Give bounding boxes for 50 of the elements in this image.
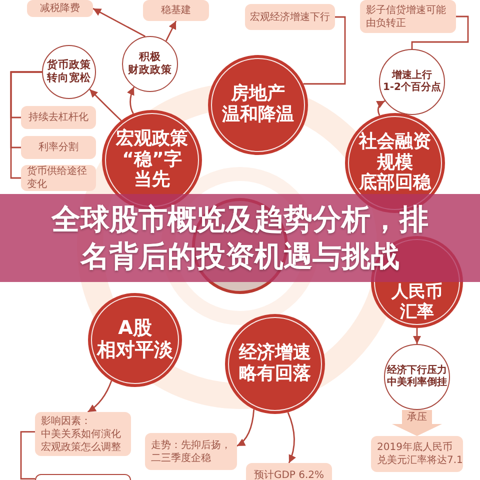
- edge-label: 承压: [407, 412, 427, 423]
- note-box: [21, 106, 96, 129]
- note-text: 宏观经济增速下行: [250, 10, 330, 24]
- connector-line: [10, 71, 42, 179]
- arrow: [287, 412, 296, 464]
- topic-text: 宏观政策“稳”字当先: [116, 128, 188, 192]
- arrow: [236, 409, 255, 447]
- arrow: [165, 20, 177, 42]
- note-text: 宏观政策怎么调整: [41, 440, 121, 454]
- arrow: [87, 380, 112, 413]
- block-arrow: [392, 410, 442, 436]
- note-text: 减税降费: [40, 2, 80, 15]
- note-text: 影子信贷增速可能由负转正: [366, 4, 446, 30]
- note-text: 货币供给途径变化: [27, 165, 87, 191]
- note-box: [246, 463, 332, 480]
- subtopic-text: 增速上行1-2个百分点: [382, 70, 442, 94]
- note-box: [371, 436, 463, 472]
- arrow: [413, 328, 421, 344]
- note-text: 稳基建: [161, 4, 191, 17]
- subtopic-text: 经济下行压力中美利率倒挂: [387, 365, 447, 389]
- note-box: [143, 0, 209, 21]
- note-text: 影响因素：: [41, 414, 91, 428]
- topic-text: 经济增速略有回落: [239, 343, 311, 385]
- banner-title: 全球股市概览及趋势分析，排名背后的投资机遇与挑战: [50, 201, 430, 275]
- note-box: [245, 4, 335, 30]
- note-text: 预计GDP 6.2%: [254, 468, 324, 480]
- note-box: [27, 0, 93, 17]
- note-box: [360, 0, 456, 33]
- subtopic-text: 货币政策转向宽松: [47, 59, 91, 85]
- topic-text: 人民币汇率: [392, 282, 442, 322]
- note-text: 中美关系如何演化: [41, 428, 121, 440]
- connector-line: [411, 16, 469, 49]
- connector-line: [20, 431, 35, 480]
- note-box: [21, 136, 96, 159]
- note-box: [21, 165, 96, 191]
- arrow: [127, 86, 135, 114]
- note-text: 2019年底人民币兑美元汇率将达7.1: [377, 441, 463, 467]
- note-text: 走势：先抑后扬，二三季度企稳: [151, 438, 231, 464]
- topic-text: A股相对平淡: [97, 318, 173, 362]
- topic-text: 社会融资规模底部回稳: [359, 132, 431, 194]
- note-box: [35, 412, 131, 456]
- arrow: [89, 88, 122, 122]
- arrow: [376, 100, 386, 116]
- note-text: 持续去杠杆化: [28, 111, 88, 124]
- topic-text: 房地产温和降温: [222, 84, 294, 126]
- arrow: [92, 8, 146, 38]
- connector-line: [303, 16, 346, 85]
- note-text: 利率分割: [38, 141, 78, 154]
- note-box: [145, 433, 237, 470]
- subtopic-text: 积极财政政策: [128, 51, 172, 77]
